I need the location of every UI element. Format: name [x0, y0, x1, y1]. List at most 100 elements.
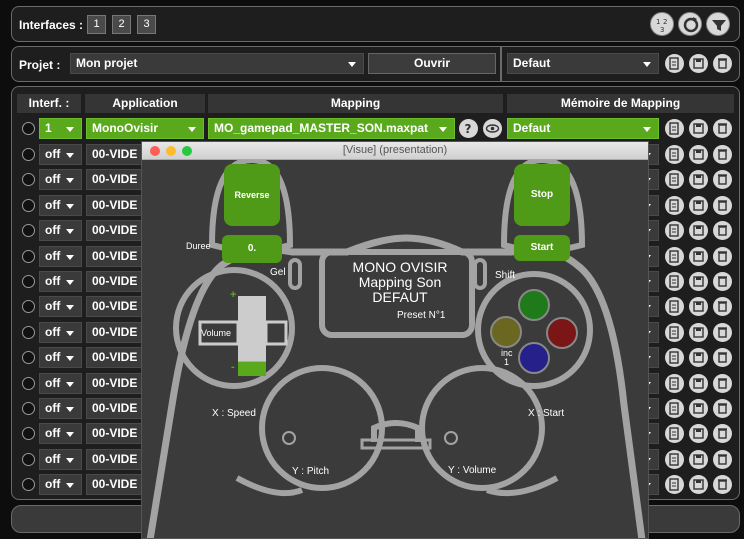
- interface-3-button[interactable]: 3: [137, 15, 156, 34]
- save-icon[interactable]: [689, 54, 708, 73]
- row-radio[interactable]: [22, 376, 35, 390]
- save-icon[interactable]: [689, 449, 708, 469]
- row-radio[interactable]: [22, 275, 35, 288]
- edit-icon[interactable]: [665, 297, 684, 317]
- ouvrir-button[interactable]: Ouvrir: [368, 53, 496, 74]
- save-icon[interactable]: [689, 297, 708, 317]
- save-icon[interactable]: [689, 195, 708, 215]
- delete-icon[interactable]: [713, 195, 732, 215]
- edit-icon[interactable]: [665, 348, 684, 368]
- delete-icon[interactable]: [713, 54, 732, 73]
- delete-icon[interactable]: [713, 272, 732, 291]
- row-radio[interactable]: [22, 452, 35, 466]
- minimize-icon[interactable]: [166, 146, 176, 156]
- edit-icon[interactable]: [665, 373, 684, 393]
- delete-icon[interactable]: [713, 297, 732, 317]
- edit-icon[interactable]: [665, 145, 684, 164]
- delete-icon[interactable]: [713, 475, 732, 495]
- delete-icon[interactable]: [713, 170, 732, 190]
- edit-icon[interactable]: [665, 119, 684, 138]
- save-icon[interactable]: [689, 145, 708, 164]
- duree-value-box[interactable]: 0.: [222, 235, 282, 263]
- delete-icon[interactable]: [713, 221, 732, 241]
- row-interf-select[interactable]: off: [39, 194, 82, 216]
- delete-icon[interactable]: [713, 424, 732, 444]
- delete-icon[interactable]: [713, 399, 732, 418]
- delete-icon[interactable]: [713, 449, 732, 469]
- row-interf-select[interactable]: off: [39, 398, 82, 419]
- row-1-interf-select[interactable]: 1: [39, 118, 82, 139]
- row-interf-select[interactable]: off: [39, 347, 82, 369]
- row-radio[interactable]: [22, 351, 35, 365]
- row-interf-select[interactable]: off: [39, 474, 82, 496]
- edit-icon[interactable]: [665, 449, 684, 469]
- row-radio[interactable]: [22, 249, 35, 263]
- delete-icon[interactable]: [713, 246, 732, 266]
- row-radio[interactable]: [22, 198, 35, 212]
- save-icon[interactable]: [689, 475, 708, 495]
- save-icon[interactable]: [689, 170, 708, 190]
- row-interf-select[interactable]: off: [39, 245, 82, 267]
- visue-window[interactable]: [Visue] (presentation): [141, 141, 649, 539]
- row-interf-select[interactable]: off: [39, 271, 82, 292]
- interface-1-button[interactable]: 1: [87, 15, 106, 34]
- row-radio[interactable]: [22, 427, 35, 441]
- delete-icon[interactable]: [713, 322, 732, 342]
- close-icon[interactable]: [150, 146, 160, 156]
- projet-select[interactable]: Mon projet: [70, 53, 364, 74]
- refresh-icon[interactable]: [678, 12, 702, 36]
- row-radio[interactable]: [22, 148, 35, 161]
- save-icon[interactable]: [689, 424, 708, 444]
- edit-icon[interactable]: [665, 195, 684, 215]
- row-1-application-select[interactable]: MonoOvisir: [86, 118, 204, 139]
- edit-icon[interactable]: [665, 399, 684, 418]
- start-button[interactable]: Start: [514, 235, 570, 261]
- row-interf-select[interactable]: off: [39, 423, 82, 445]
- save-icon[interactable]: [689, 221, 708, 241]
- help-icon[interactable]: ?: [459, 119, 478, 138]
- reverse-button[interactable]: Reverse: [224, 164, 280, 226]
- delete-icon[interactable]: [713, 145, 732, 164]
- save-icon[interactable]: [689, 373, 708, 393]
- zoom-icon[interactable]: [182, 146, 192, 156]
- save-icon[interactable]: [689, 272, 708, 291]
- delete-icon[interactable]: [713, 348, 732, 368]
- row-interf-select[interactable]: off: [39, 144, 82, 165]
- save-icon[interactable]: [689, 119, 708, 138]
- eye-icon[interactable]: [483, 119, 502, 138]
- edit-icon[interactable]: [665, 54, 684, 73]
- row-1-radio[interactable]: [22, 122, 35, 135]
- delete-icon[interactable]: [713, 373, 732, 393]
- stop-button[interactable]: Stop: [514, 164, 570, 226]
- row-interf-select[interactable]: off: [39, 321, 82, 343]
- edit-icon[interactable]: [665, 475, 684, 495]
- edit-icon[interactable]: [665, 221, 684, 241]
- edit-icon[interactable]: [665, 322, 684, 342]
- visue-titlebar[interactable]: [Visue] (presentation): [142, 142, 648, 160]
- row-interf-select[interactable]: off: [39, 169, 82, 191]
- edit-icon[interactable]: [665, 170, 684, 190]
- row-1-mapping-select[interactable]: MO_gamepad_MASTER_SON.maxpat: [208, 118, 455, 139]
- row-interf-select[interactable]: off: [39, 372, 82, 394]
- edit-icon[interactable]: [665, 424, 684, 444]
- row-radio[interactable]: [22, 224, 35, 238]
- save-icon[interactable]: [689, 246, 708, 266]
- save-icon[interactable]: [689, 322, 708, 342]
- interface-2-button[interactable]: 2: [112, 15, 131, 34]
- save-icon[interactable]: [689, 399, 708, 418]
- filter-icon[interactable]: [706, 12, 730, 36]
- preset-select[interactable]: Defaut: [507, 53, 659, 74]
- row-interf-select[interactable]: off: [39, 296, 82, 318]
- delete-icon[interactable]: [713, 119, 732, 138]
- save-icon[interactable]: [689, 348, 708, 368]
- row-radio[interactable]: [22, 325, 35, 339]
- row-interf-select[interactable]: off: [39, 448, 82, 470]
- row-radio[interactable]: [22, 478, 35, 492]
- row-interf-select[interactable]: off: [39, 220, 82, 242]
- edit-icon[interactable]: [665, 246, 684, 266]
- row-radio[interactable]: [22, 402, 35, 415]
- row-radio[interactable]: [22, 173, 35, 187]
- row-1-memoire-select[interactable]: Defaut: [507, 118, 659, 139]
- row-radio[interactable]: [22, 300, 35, 314]
